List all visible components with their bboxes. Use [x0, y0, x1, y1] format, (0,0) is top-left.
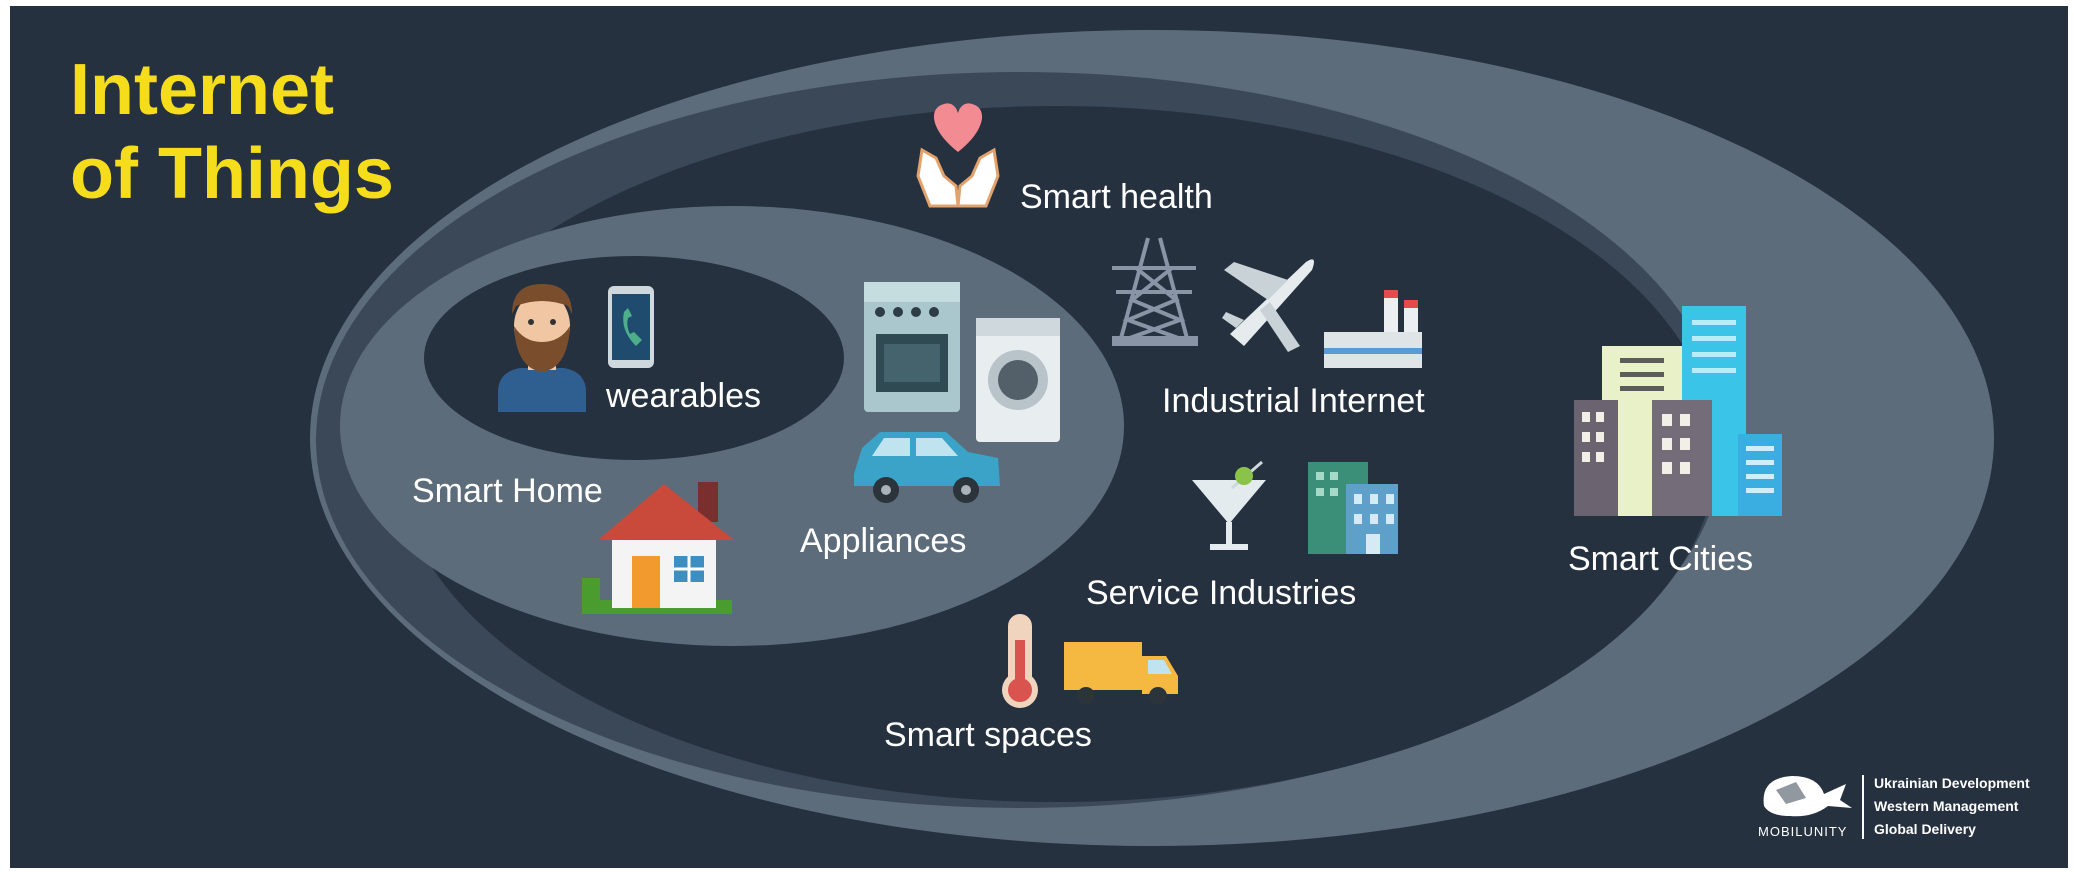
- power-tower-icon: [1112, 237, 1198, 346]
- thermometer-icon: [1002, 614, 1038, 708]
- cocktail-icon: [1192, 460, 1266, 550]
- label-smart-home: Smart Home: [412, 472, 603, 510]
- brand-name: MOBILUNITY: [1758, 824, 1848, 839]
- factory-icon: [1324, 290, 1422, 368]
- label-appliances: Appliances: [800, 522, 967, 560]
- label-smart-spaces: Smart spaces: [884, 716, 1092, 754]
- heart-hands-icon: [916, 103, 1000, 208]
- truck-icon: [1064, 642, 1178, 705]
- title-line-1: Internet: [70, 50, 335, 130]
- label-wearables: wearables: [606, 377, 761, 415]
- label-smart-health: Smart health: [1020, 178, 1213, 216]
- stove-icon: [864, 282, 960, 412]
- skyline-icon: [1574, 306, 1782, 516]
- house-icon: [582, 482, 734, 614]
- page-title: Internet of Things: [70, 48, 394, 216]
- whale-logo-icon: [1763, 776, 1852, 817]
- title-line-2: of Things: [70, 134, 394, 214]
- brand-tagline-2: Western Management: [1874, 798, 2019, 814]
- label-smart-cities: Smart Cities: [1568, 540, 1754, 578]
- brand-tagline-3: Global Delivery: [1874, 821, 1976, 837]
- label-industrial-internet: Industrial Internet: [1162, 382, 1425, 420]
- label-service-industries: Service Industries: [1086, 574, 1357, 612]
- brand-tagline-1: Ukrainian Development: [1874, 775, 2030, 791]
- smartphone-icon: [608, 286, 654, 368]
- office-building-icon: [1308, 462, 1398, 554]
- brand-block: MOBILUNITY Ukrainian Development Western…: [1758, 771, 2058, 843]
- person-icon: [498, 284, 586, 412]
- airplane-icon: [1222, 259, 1314, 352]
- car-icon: [854, 432, 1000, 503]
- washing-machine-icon: [976, 318, 1060, 442]
- brand-divider: [1862, 775, 1864, 839]
